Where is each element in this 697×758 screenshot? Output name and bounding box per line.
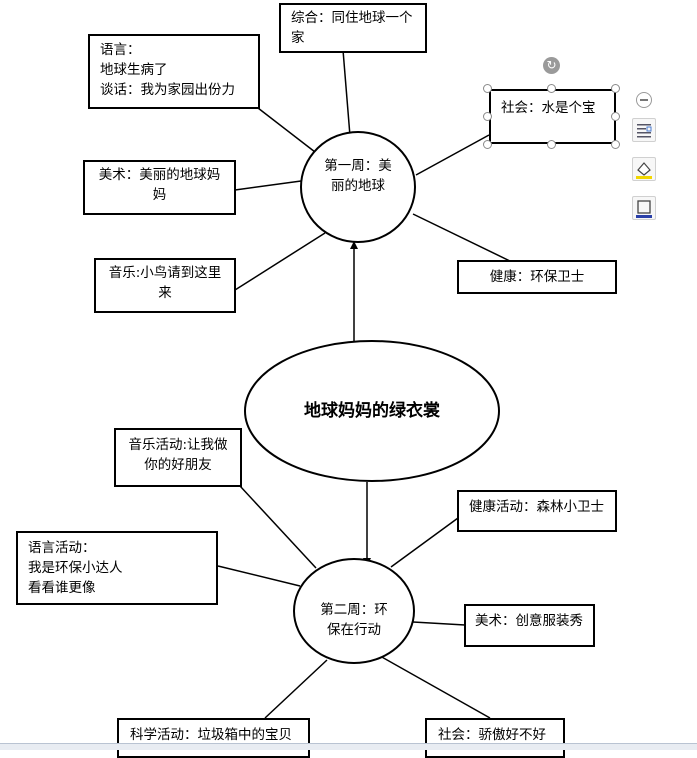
week1-label-line2: 丽的地球 — [331, 178, 385, 194]
w1-music-line1: 音乐:小鸟请到这里 — [108, 265, 222, 281]
shape-outline-icon[interactable] — [632, 196, 656, 220]
selection-handle-tr[interactable] — [611, 84, 620, 93]
w1-music-line2: 来 — [158, 285, 172, 301]
center-topic-node[interactable] — [244, 340, 500, 482]
w2-social-line1: 社会：骄傲好不好 — [438, 727, 546, 743]
w2-music-line2: 你的好朋友 — [144, 457, 212, 473]
week1-label: 第一周：美 丽的地球 — [310, 156, 406, 196]
w2-health-box[interactable]: 健康活动：森林小卫士 — [457, 490, 617, 532]
w2-language-box[interactable]: 语言活动： 我是环保小达人 看看谁更像 — [16, 531, 218, 605]
connector-music-w2 — [239, 485, 317, 569]
w2-language-line1: 语言活动： — [28, 540, 96, 556]
selection-handle-bm[interactable] — [547, 140, 556, 149]
w2-science-line1: 科学活动：垃圾箱中的宝贝 — [130, 727, 292, 743]
w1-music-box[interactable]: 音乐:小鸟请到这里 来 — [94, 258, 236, 313]
w1-language-box[interactable]: 语言： 地球生病了 谈话：我为家园出份力 — [88, 34, 260, 109]
selection-handle-ml[interactable] — [483, 112, 492, 121]
w2-social-box[interactable]: 社会：骄傲好不好 — [425, 718, 565, 758]
rotate-handle-icon[interactable]: ↻ — [543, 57, 560, 74]
connector-social-w1 — [415, 134, 490, 176]
w1-language-line1: 语言： — [100, 42, 141, 58]
center-topic-title: 地球妈妈的绿衣裳 — [304, 401, 440, 421]
w2-language-line3: 看看谁更像 — [28, 580, 96, 596]
w1-art-line2: 妈 — [152, 187, 167, 203]
selection-handle-tl[interactable] — [483, 84, 492, 93]
w1-comprehensive-box[interactable]: 综合：同住地球一个 家 — [279, 3, 427, 53]
connector-health-w1 — [412, 213, 513, 263]
connector-language-w2 — [217, 565, 301, 587]
w1-health-line1: 健康：环保卫士 — [489, 269, 585, 285]
w1-social-line1: 社会：水是个宝 — [501, 100, 596, 116]
connector-language-w1 — [257, 107, 316, 153]
selection-handle-mr[interactable] — [611, 112, 620, 121]
w2-music-box[interactable]: 音乐活动:让我做 你的好朋友 — [114, 428, 242, 487]
w1-comprehensive-line2: 家 — [291, 30, 305, 46]
connector-comprehensive — [342, 49, 351, 137]
connector-science-w2 — [264, 659, 328, 719]
week2-label-line2: 保在行动 — [327, 622, 381, 638]
w1-art-line1: 美术：美丽的地球妈 — [98, 167, 221, 183]
connector-social-w2 — [379, 655, 491, 719]
window-bottom-edge — [0, 743, 697, 750]
connector-health-w2 — [390, 517, 459, 568]
selection-handle-bl[interactable] — [483, 140, 492, 149]
shape-fill-icon[interactable] — [632, 157, 656, 181]
collapse-icon[interactable] — [636, 92, 652, 108]
w1-health-box[interactable]: 健康：环保卫士 — [457, 260, 617, 294]
w1-language-line3: 谈话：我为家园出份力 — [100, 82, 235, 98]
w1-art-box[interactable]: 美术：美丽的地球妈 妈 — [83, 160, 236, 215]
w2-health-line1: 健康活动：森林小卫士 — [469, 499, 604, 515]
week1-label-line1: 第一周：美 — [324, 158, 392, 174]
connector-art-w2 — [412, 621, 466, 626]
connector-music-w1 — [234, 232, 326, 291]
selection-handle-br[interactable] — [611, 140, 620, 149]
w2-music-line1: 音乐活动:让我做 — [128, 437, 228, 453]
layout-options-icon[interactable] — [632, 118, 656, 142]
week2-label-line1: 第二周：环 — [320, 602, 388, 618]
w1-comprehensive-line1: 综合：同住地球一个 — [291, 10, 413, 26]
w2-science-box[interactable]: 科学活动：垃圾箱中的宝贝 — [117, 718, 310, 758]
w1-language-line2: 地球生病了 — [100, 62, 168, 78]
w2-art-line1: 美术：创意服装秀 — [475, 613, 583, 629]
week2-label: 第二周：环 保在行动 — [306, 600, 402, 640]
w2-art-box[interactable]: 美术：创意服装秀 — [464, 604, 595, 647]
week2-node[interactable] — [293, 558, 415, 664]
selection-handle-tm[interactable] — [547, 84, 556, 93]
connector-art-w1 — [234, 180, 302, 191]
week1-node[interactable] — [300, 131, 416, 243]
w2-language-line2: 我是环保小达人 — [28, 560, 123, 576]
w1-social-box-selected[interactable]: 社会：水是个宝 — [489, 89, 616, 144]
